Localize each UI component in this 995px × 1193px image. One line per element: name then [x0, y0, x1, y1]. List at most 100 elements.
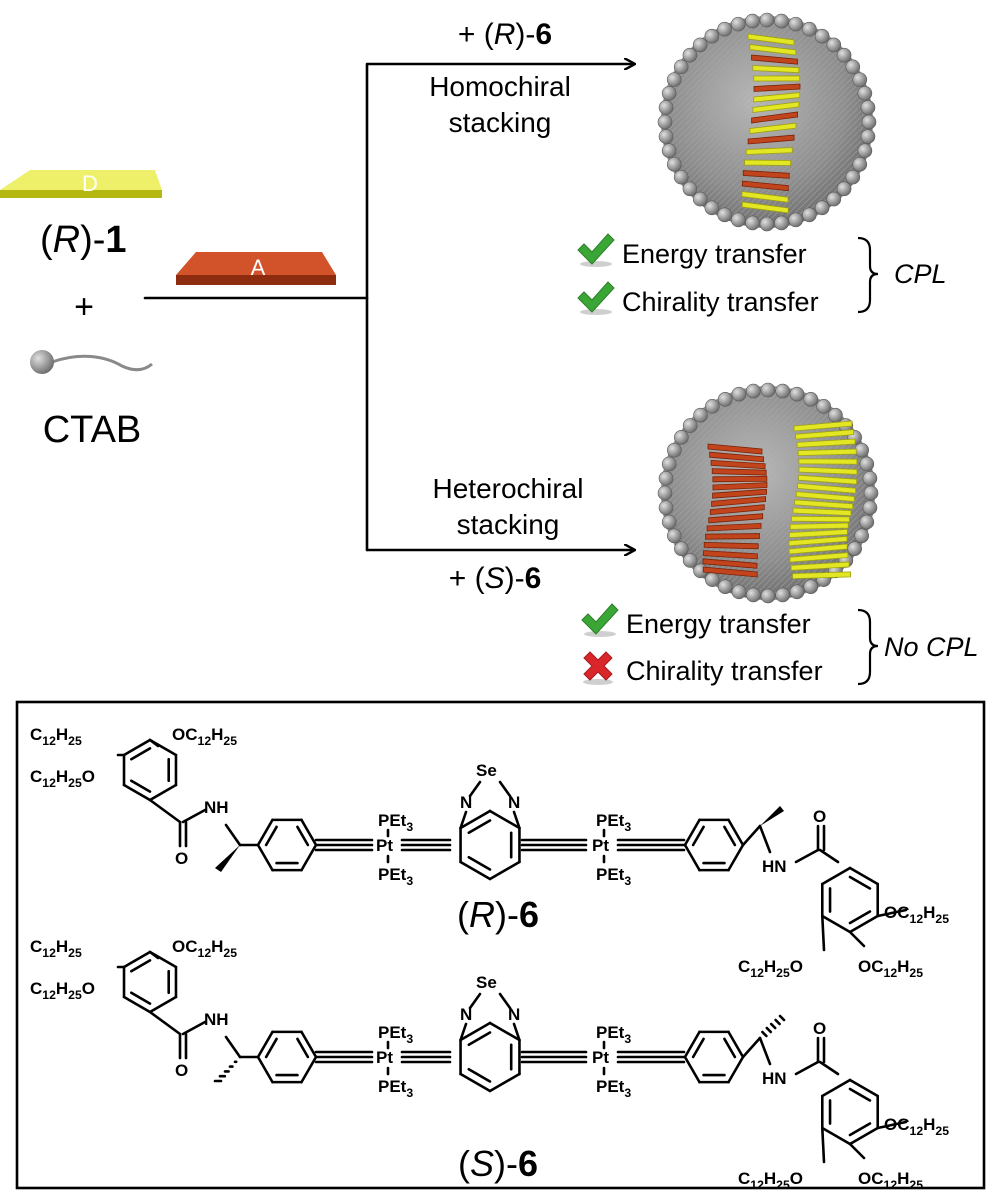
atom-label: OC12H25 [884, 903, 949, 926]
atom-label: C12H25O [30, 979, 95, 1002]
surfactant-head-icon [661, 143, 677, 159]
bond [498, 992, 512, 1010]
bond [129, 959, 152, 973]
bond [300, 818, 318, 847]
donor-stack [788, 420, 858, 580]
stack-plate [753, 83, 801, 92]
surfactant-head-icon [802, 21, 817, 37]
stack-plate [752, 65, 800, 74]
bond [848, 1087, 872, 1102]
bond [848, 930, 866, 948]
bond [122, 950, 152, 969]
stack-plate [702, 566, 758, 578]
surfactant-head-icon [802, 207, 817, 223]
surfactant-head-icon [852, 157, 868, 172]
bond [300, 843, 318, 872]
surfactant-head-icon [693, 407, 708, 423]
atom-label: N [508, 1005, 520, 1024]
bottom-micelle [657, 382, 879, 604]
bond [761, 1030, 768, 1038]
bond [148, 798, 182, 824]
surfactant-head-icon [705, 572, 720, 587]
surfactant-head-icon [774, 215, 789, 231]
bond [723, 1037, 737, 1059]
stack-plate [747, 134, 795, 145]
surfactant-head-icon [673, 169, 689, 185]
stack-plate [702, 558, 758, 569]
bond [459, 1022, 468, 1042]
bond [488, 809, 521, 830]
bond [148, 738, 160, 748]
r6-label: (R)-6 [457, 894, 539, 935]
structures-box [15, 700, 986, 1190]
surfactant-head-icon [658, 500, 674, 515]
surfactant-head-icon [674, 541, 689, 556]
bond [723, 825, 737, 847]
surfactant-head-icon [717, 207, 732, 223]
surfactant-head-icon [658, 129, 674, 144]
stack-plate [711, 468, 767, 476]
surfactant-head-icon [682, 418, 698, 433]
surfactant-head-icon [857, 143, 873, 159]
bond [765, 1026, 773, 1034]
stack-plate [753, 75, 801, 82]
atom-label: NH [204, 798, 229, 817]
bond [778, 1014, 786, 1022]
plus-sign: + [74, 288, 94, 326]
stack-plate [703, 541, 759, 550]
atom-label: Se [476, 761, 497, 780]
surfactant-head-icon [682, 181, 698, 197]
atom-label: OC12H25 [172, 937, 237, 960]
stack-plate [710, 459, 766, 470]
atom-label: PEt3 [378, 811, 413, 834]
atom-label: N [460, 793, 472, 812]
atom-label: Pt [592, 1048, 609, 1067]
surfactant-head-icon [673, 59, 689, 75]
acceptor-stack [702, 443, 768, 578]
surfactant-head-icon [852, 72, 868, 87]
bond [459, 1021, 492, 1042]
stack-plate [706, 522, 762, 532]
stack-plate [747, 33, 795, 46]
bond [741, 1036, 762, 1059]
surfactant-head-icon [789, 386, 805, 402]
stack-plate [797, 482, 857, 494]
surfactant-head-icon [661, 514, 677, 530]
stack-plate [702, 550, 758, 560]
atom-label: O [175, 1061, 188, 1080]
surfactant-head-icon [862, 500, 878, 515]
bond [129, 779, 152, 793]
surfactant-head-icon [845, 169, 861, 185]
surfactant-head-icon [814, 28, 830, 44]
bottom-reagent: + (S)-6 [449, 562, 542, 595]
surfactant-head-icon [692, 191, 708, 207]
surfactant-head-icon [775, 383, 790, 399]
surfactant-head-icon [774, 13, 789, 29]
stack-plate [795, 491, 855, 502]
surfactant-head-icon [717, 21, 732, 37]
stack-plate [798, 458, 858, 465]
surfactant-head-icon [682, 47, 698, 63]
stack-plate [788, 535, 848, 547]
atom-label: C12H25 [30, 725, 82, 748]
bond [820, 866, 852, 886]
top-energy-transfer: Energy transfer [622, 239, 807, 269]
stack-plate [798, 474, 857, 485]
atom-label: PEt3 [596, 1077, 631, 1100]
surfactant-head-icon [836, 47, 852, 63]
bond [820, 1126, 826, 1164]
atom-label: PEt3 [378, 1077, 413, 1100]
stack-plate [742, 170, 790, 179]
surfactant-head-icon [814, 200, 830, 216]
top-reagent: + (R)-6 [458, 18, 552, 51]
bond [256, 843, 274, 872]
atom-label: PEt3 [596, 1023, 631, 1046]
donor-letter: D [82, 171, 98, 196]
heterochiral-label: Heterochiral [433, 473, 584, 504]
stack-plate [789, 552, 849, 563]
surfactant-head-icon [731, 584, 747, 600]
surfactant-head-icon [666, 72, 682, 87]
bond [512, 810, 521, 830]
surfactant-head-icon [863, 485, 879, 501]
